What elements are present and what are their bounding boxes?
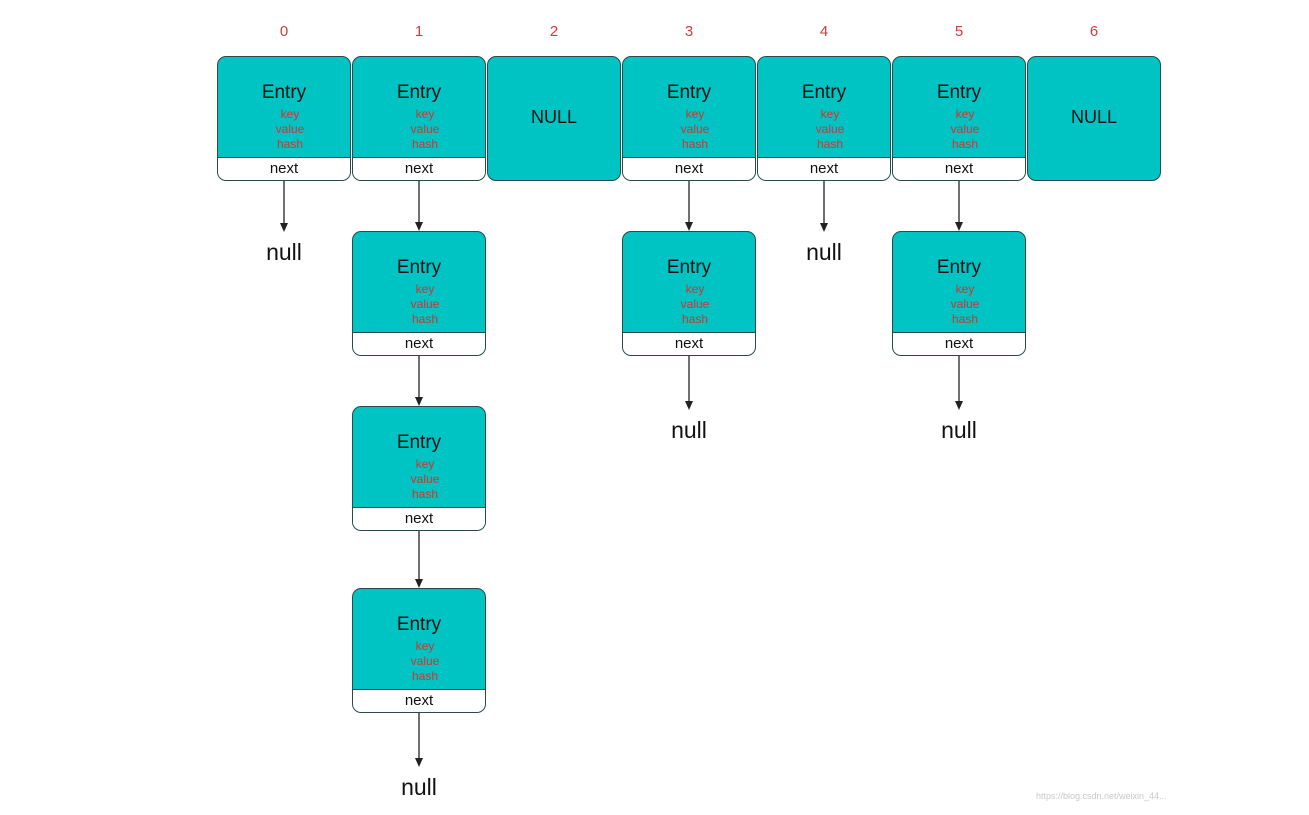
entry-field-key: key: [955, 107, 975, 121]
entry-field-value: value: [410, 654, 440, 668]
next-arrow: [955, 181, 963, 231]
entry-title: Entry: [396, 82, 442, 103]
entry-field-key: key: [415, 639, 435, 653]
entry-field-hash: hash: [816, 137, 844, 151]
entry-title: Entry: [666, 82, 712, 103]
entry-next-pointer: next: [758, 157, 890, 180]
watermark: https://blog.csdn.net/weixin_44...: [1036, 791, 1167, 801]
entry-field-value: value: [410, 122, 440, 136]
null-arrow: [955, 356, 963, 410]
entry-field-value: value: [680, 122, 710, 136]
entry-next-pointer: next: [353, 157, 485, 180]
null-bucket: NULL: [1027, 56, 1161, 181]
null-bucket-label: NULL: [1070, 107, 1118, 127]
null-arrow: [820, 181, 828, 232]
entry-field-value: value: [950, 297, 980, 311]
next-arrow: [415, 181, 423, 231]
entry-field-hash: hash: [681, 312, 709, 326]
entry-title: Entry: [936, 257, 982, 278]
entry-next-pointer: next: [623, 157, 755, 180]
entry-field-hash: hash: [411, 669, 439, 683]
entry-title: Entry: [666, 257, 712, 278]
bucket-index-label: 1: [414, 23, 424, 40]
entry-title: Entry: [936, 82, 982, 103]
next-arrow: [685, 181, 693, 231]
entry-field-hash: hash: [276, 137, 304, 151]
null-terminator: null: [806, 239, 842, 265]
entry-next-pointer: next: [893, 332, 1025, 355]
null-arrow: [685, 356, 693, 410]
bucket-index-label: 3: [684, 23, 694, 40]
entry-field-hash: hash: [411, 487, 439, 501]
entry-field-key: key: [280, 107, 300, 121]
entry-field-key: key: [685, 282, 705, 296]
entry-field-value: value: [275, 122, 305, 136]
entry-field-hash: hash: [951, 312, 979, 326]
entry-next-pointer: next: [353, 689, 485, 712]
bucket-index-label: 5: [954, 23, 964, 40]
null-terminator: null: [266, 239, 302, 265]
entry-field-value: value: [950, 122, 980, 136]
entry-field-hash: hash: [951, 137, 979, 151]
entry-next-pointer: next: [353, 332, 485, 355]
null-arrow: [415, 713, 423, 767]
entry-title: Entry: [396, 432, 442, 453]
null-terminator: null: [941, 417, 977, 443]
entry-next-pointer: next: [218, 157, 350, 180]
entry-field-key: key: [415, 282, 435, 296]
entry-field-key: key: [955, 282, 975, 296]
bucket-index-label: 2: [549, 23, 559, 40]
entry-field-key: key: [415, 457, 435, 471]
entry-title: Entry: [801, 82, 847, 103]
null-terminator: null: [401, 774, 437, 800]
null-terminator: null: [671, 417, 707, 443]
entry-field-hash: hash: [411, 312, 439, 326]
entry-field-key: key: [415, 107, 435, 121]
entry-field-key: key: [685, 107, 705, 121]
next-arrow: [415, 356, 423, 406]
bucket-index-label: 6: [1089, 23, 1099, 40]
null-bucket-label: NULL: [530, 107, 578, 127]
entry-field-hash: hash: [411, 137, 439, 151]
entry-next-pointer: next: [893, 157, 1025, 180]
entry-next-pointer: next: [353, 507, 485, 530]
null-bucket: NULL: [487, 56, 621, 181]
entry-field-value: value: [680, 297, 710, 311]
entry-title: Entry: [396, 614, 442, 635]
entry-field-key: key: [820, 107, 840, 121]
bucket-index-label: 4: [819, 23, 829, 40]
entry-field-value: value: [410, 297, 440, 311]
bucket-index-label: 0: [279, 23, 289, 40]
entry-title: Entry: [396, 257, 442, 278]
entry-field-value: value: [815, 122, 845, 136]
null-arrow: [280, 181, 288, 232]
next-arrow: [415, 531, 423, 588]
entry-field-hash: hash: [681, 137, 709, 151]
entry-field-value: value: [410, 472, 440, 486]
entry-next-pointer: next: [623, 332, 755, 355]
entry-title: Entry: [261, 82, 307, 103]
